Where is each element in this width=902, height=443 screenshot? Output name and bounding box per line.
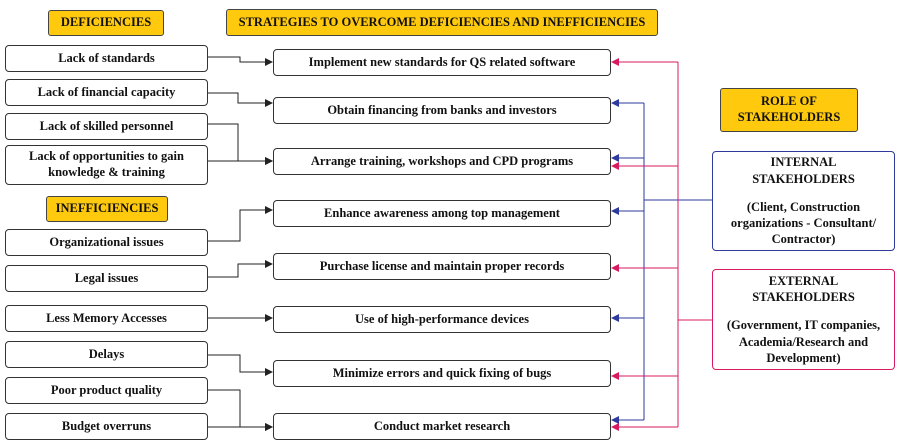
link-standards: [208, 56, 273, 66]
deficiency-lack-of-opportunities: Lack of opportunities to gain knowledge …: [5, 145, 208, 185]
strategy-enhance-awareness: Enhance awareness among top management: [273, 200, 611, 227]
strategy-obtain-financing: Obtain financing from banks and investor…: [273, 97, 611, 124]
inefficiency-legal-issues: Legal issues: [5, 265, 208, 292]
link-delays: [208, 354, 273, 376]
link-legal: [208, 260, 273, 278]
strategy-implement-standards: Implement new standards for QS related s…: [273, 49, 611, 76]
strategies-header: STRATEGIES TO OVERCOME DEFICIENCIES AND …: [226, 9, 658, 36]
inefficiency-less-memory-accesses: Less Memory Accesses: [5, 305, 208, 332]
inefficiency-organizational-issues: Organizational issues: [5, 229, 208, 256]
deficiency-lack-of-standards: Lack of standards: [5, 45, 208, 72]
deficiencies-header: DEFICIENCIES: [48, 10, 164, 36]
role-header-line2: STAKEHOLDERS: [737, 110, 841, 124]
external-desc-line3: Development): [766, 350, 841, 365]
inefficiency-delays: Delays: [5, 341, 208, 368]
inefficiencies-header: INEFFICIENCIES: [46, 196, 168, 222]
inefficiency-budget-overruns: Budget overruns: [5, 413, 208, 440]
deficiency-lack-of-financial-capacity: Lack of financial capacity: [5, 79, 208, 106]
link-skilled: [208, 123, 273, 165]
internal-title-line2: STAKEHOLDERS: [752, 171, 855, 186]
deficiency-lack-of-skilled-personnel: Lack of skilled personnel: [5, 113, 208, 140]
strategy-purchase-license: Purchase license and maintain proper rec…: [273, 253, 611, 280]
external-desc-line1: (Government, IT companies,: [726, 318, 881, 333]
inefficiency-poor-product-quality: Poor product quality: [5, 377, 208, 404]
internal-desc-line3: Contractor): [771, 232, 836, 247]
internal-desc-line1: (Client, Construction: [746, 199, 861, 214]
external-title-line2: STAKEHOLDERS: [752, 290, 855, 305]
external-title-line1: EXTERNAL: [768, 273, 839, 288]
link-quality: [208, 389, 273, 431]
strategy-high-performance-devices: Use of high-performance devices: [273, 306, 611, 333]
link-organizational: [208, 206, 273, 242]
role-of-stakeholders-header: ROLE OF STAKEHOLDERS: [720, 88, 858, 132]
external-stakeholders-box: EXTERNAL STAKEHOLDERS (Government, IT co…: [712, 269, 895, 370]
strategy-market-research: Conduct market research: [273, 413, 611, 440]
strategy-minimize-errors: Minimize errors and quick fixing of bugs: [273, 360, 611, 387]
role-header-line1: ROLE OF: [761, 94, 817, 109]
link-financial: [208, 92, 273, 107]
internal-desc-line2: organizations - Consultant/: [730, 216, 877, 231]
internal-title-line1: INTERNAL: [770, 155, 837, 170]
strategy-arrange-training: Arrange training, workshops and CPD prog…: [273, 148, 611, 175]
external-desc-line2: Academia/Research and: [738, 334, 869, 349]
internal-stakeholders-box: INTERNAL STAKEHOLDERS (Client, Construct…: [712, 151, 895, 251]
